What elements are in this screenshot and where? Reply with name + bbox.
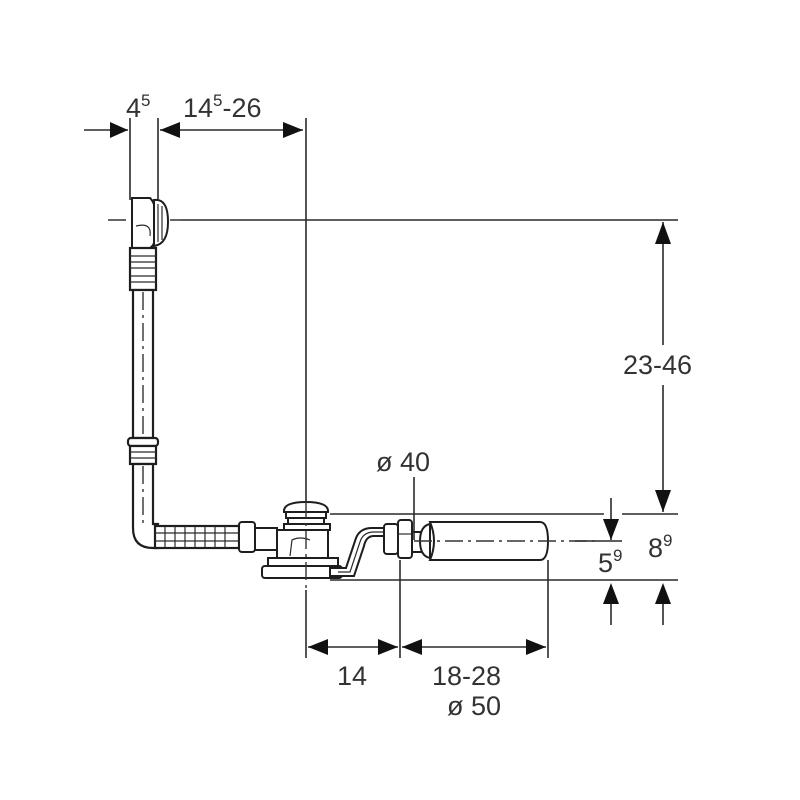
arrow-right-icon bbox=[283, 122, 303, 138]
top-dimension-lines bbox=[84, 118, 307, 510]
arrow-left-icon bbox=[308, 639, 328, 655]
dim-drain-to-trap: 14 bbox=[337, 661, 368, 691]
arrow-up-icon bbox=[603, 583, 619, 604]
dim-height-range: 23-46 bbox=[623, 350, 693, 380]
arrow-up-icon bbox=[655, 222, 671, 244]
dim-drain-height-outer: 89 bbox=[648, 531, 673, 563]
arrow-right-icon bbox=[110, 122, 128, 138]
dim-overflow-to-drain: 145-26 bbox=[183, 91, 262, 123]
dim-pipe-diameter-40: ø 40 bbox=[376, 447, 431, 477]
arrow-down-icon bbox=[655, 490, 671, 512]
arrow-down-icon bbox=[603, 519, 619, 540]
bottom-dimension-lines bbox=[305, 560, 549, 658]
height-dimension bbox=[330, 222, 678, 515]
arrow-left-icon bbox=[402, 639, 422, 655]
outlet-pipe bbox=[411, 521, 600, 561]
drain-trap bbox=[329, 519, 413, 577]
arrow-right-icon bbox=[378, 639, 398, 655]
drain-valve bbox=[261, 500, 343, 579]
dim-trap-outlet-length: 18-28 bbox=[432, 661, 502, 691]
small-height-dimensions bbox=[330, 498, 678, 625]
overflow-head bbox=[131, 197, 170, 249]
dim-drain-height-inner: 59 bbox=[598, 546, 623, 578]
vertical-overflow-pipe bbox=[126, 246, 160, 550]
dim-overflow-offset: 45 bbox=[126, 91, 151, 123]
arrow-left-icon bbox=[160, 122, 180, 138]
arrow-up-icon bbox=[655, 583, 671, 604]
arrow-right-icon bbox=[526, 639, 546, 655]
dim-pipe-diameter-50: ø 50 bbox=[447, 691, 502, 721]
corrugated-connector bbox=[153, 521, 278, 553]
